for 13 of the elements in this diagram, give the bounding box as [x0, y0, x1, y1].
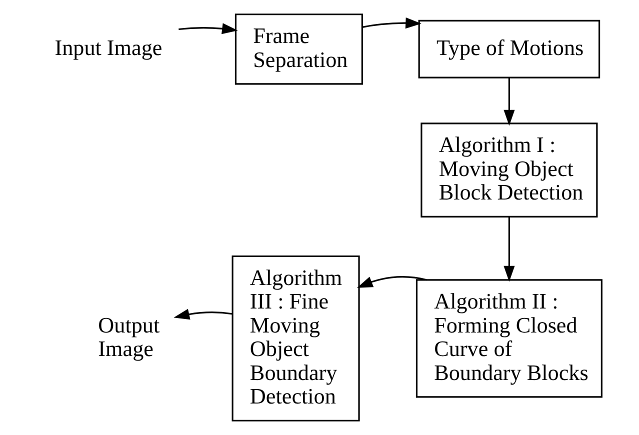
node-box: Algorithm II : Forming Closed Curve of Boundary Blocks: [416, 279, 602, 398]
node-text: Input Image: [54, 34, 162, 60]
arrow: [504, 78, 515, 126]
arrow: [174, 308, 232, 320]
node-box: Type of Motions: [418, 20, 600, 78]
node-box: Frame Separation: [234, 14, 363, 85]
node-box: Algorithm III : Fine Moving Object Boundary Detection: [232, 255, 360, 422]
arrow: [504, 216, 515, 282]
node-text: Output Image: [98, 312, 160, 362]
node-box: Algorithm I : Moving Object Block Detection: [420, 122, 598, 218]
arrow: [362, 18, 422, 29]
arrow: [178, 23, 238, 34]
arrow: [356, 276, 427, 288]
